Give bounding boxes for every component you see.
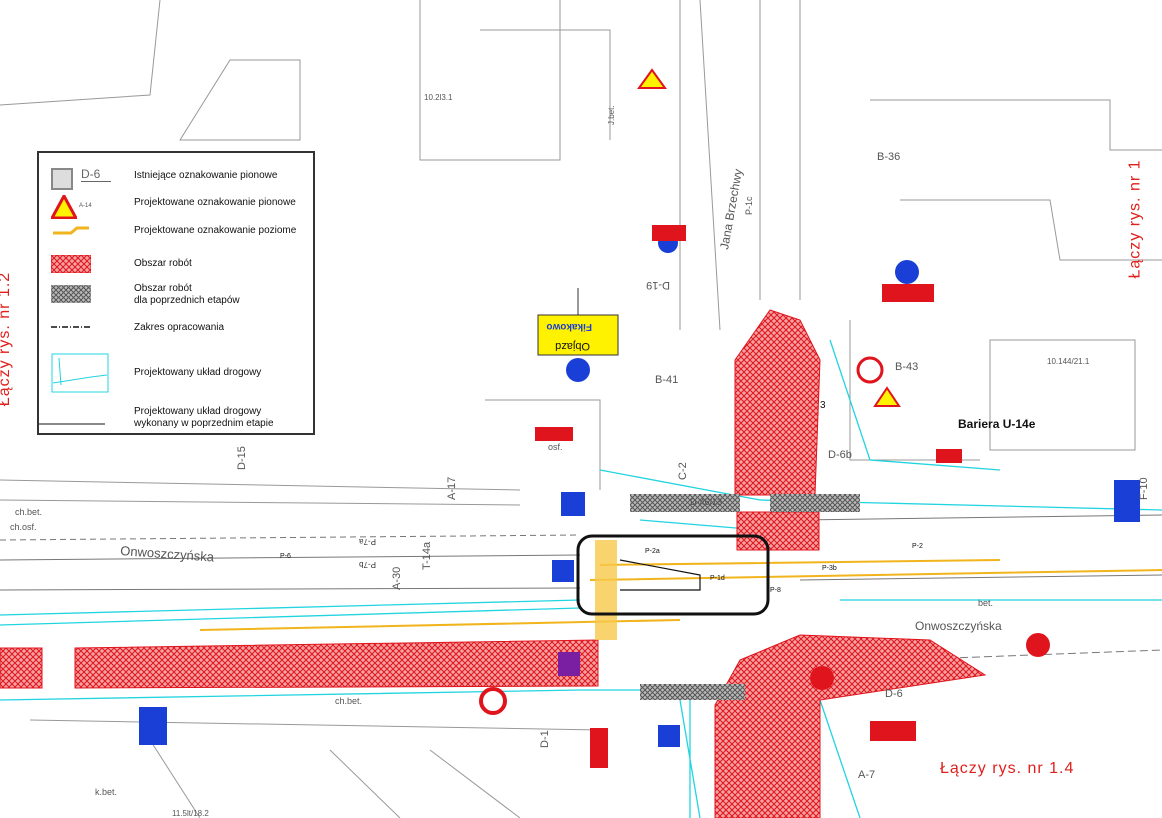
legend-label: Projektowany układ drogowy: [134, 367, 262, 378]
connection-label-bottom-right: Łączy rys. nr 1.4: [940, 760, 1075, 777]
no-entry-sign: [1026, 633, 1050, 657]
marking-arrow-icon: [53, 226, 89, 235]
previous-work-areas: [630, 494, 860, 700]
misc-label: ch.bet.: [335, 696, 362, 706]
barrier-board: [590, 728, 608, 768]
misc-label: ch.osf.: [10, 522, 37, 532]
sign-code: A-30: [391, 567, 403, 590]
sign-code: D-1: [539, 730, 551, 748]
projected-layout-icon: [51, 353, 109, 393]
sign-code: F-10: [1138, 477, 1150, 500]
scope-line-icon: [51, 326, 91, 328]
misc-label: bet.: [978, 598, 993, 608]
chevron-board: [936, 449, 962, 463]
sign-code: B-36: [877, 151, 900, 163]
work-area-swatch: [51, 255, 91, 273]
marking-code: P-1c: [744, 196, 754, 215]
speed-limit-sign: [856, 356, 884, 384]
work-area-north: [734, 309, 821, 496]
warning-sign: [873, 386, 901, 407]
misc-label: osf.: [548, 442, 563, 452]
marking-code: P-3b: [822, 565, 837, 572]
misc-label: ch.bet.: [15, 507, 42, 517]
legend-label: Projektowany układ drogowy: [134, 406, 262, 417]
work-area-west: [74, 639, 599, 689]
legend-sign-code: A-14: [79, 203, 92, 209]
sign-code: D-6b: [828, 449, 852, 461]
sign-code: C-2: [677, 462, 689, 480]
connection-label-left: Łączy rys. nr 1.2: [0, 271, 14, 407]
dimension-label: 3: [820, 400, 826, 411]
sign-code: B-43: [895, 361, 918, 373]
misc-label: 10.2l3.1: [424, 93, 453, 102]
sign-code: B-41: [655, 374, 678, 386]
sign-code: A-7: [858, 769, 875, 781]
misc-label: 11.5lt/18.2: [172, 809, 209, 818]
detour-destination: Fikakowo: [546, 321, 592, 332]
barrier-label: Bariera U-14e: [958, 417, 1036, 431]
legend-sign-code: D-6: [81, 167, 111, 182]
work-area-south: [714, 634, 987, 818]
info-sign: [658, 725, 680, 747]
warning-sign: [637, 68, 667, 89]
connection-label-right: Łączy rys. nr 1: [1126, 159, 1144, 279]
marking-code: P-7a: [359, 537, 376, 546]
detour-title: Objazd: [555, 340, 590, 352]
legend-label: Projektowane oznakowanie poziome: [134, 225, 297, 236]
existing-sign-icon: [51, 168, 73, 190]
chevron-board: [882, 284, 934, 302]
legend: D-6 Istniejące oznakowanie pionowe A-14 …: [37, 151, 315, 435]
no-entry-sign: [810, 666, 834, 690]
sign-code: A-17: [446, 477, 458, 500]
sign-code: D-15: [236, 446, 248, 470]
marking-code: P-7b: [359, 560, 376, 569]
projected-road-layout: [0, 339, 1162, 818]
work-area-left-edge: [0, 647, 43, 689]
warning-sign-icon: [51, 195, 77, 219]
misc-label: J.bet.: [607, 105, 616, 125]
marking-code: P-8: [770, 587, 781, 594]
legend-label: dla poprzednich etapów: [134, 295, 240, 306]
misc-label: k.bet.: [95, 787, 117, 797]
info-sign: [1114, 480, 1140, 522]
info-sign: [552, 560, 574, 582]
barrier-board: [870, 721, 916, 741]
street-name-west: Onwoszczyńska: [120, 543, 216, 565]
street-lines: [0, 514, 1162, 661]
legend-label: wykonany w poprzednim etapie: [134, 418, 274, 429]
info-sign: [561, 492, 585, 516]
misc-label: 10.144/21.1: [1047, 357, 1090, 366]
detour-sign: [537, 314, 619, 356]
annotations: Fikakowo Objazd Bariera U-14e Onwoszczyń…: [10, 93, 1150, 818]
previous-layout-line-icon: [39, 423, 105, 425]
mandatory-sign: [895, 260, 919, 284]
marking-code: P-6: [280, 553, 291, 560]
work-area-center: [736, 511, 820, 551]
sign-code: D-46/13: [690, 497, 722, 507]
work-areas: [0, 309, 987, 818]
intersection-island-outline: [576, 534, 770, 616]
street-name-east: Onwoszczyńska: [915, 619, 1002, 633]
legend-label: Projektowane oznakowanie pionowe: [134, 197, 296, 208]
signs: [139, 68, 1140, 768]
legend-label: Istniejące oznakowanie pionowe: [134, 170, 278, 181]
barrier-board: [535, 427, 573, 441]
info-sign: [139, 707, 167, 745]
street-name-north: Jana Brzechwy: [717, 168, 745, 251]
mandatory-sign: [566, 358, 590, 382]
marking-code: P-2: [912, 543, 923, 550]
legend-label: Zakres opracowania: [134, 322, 225, 333]
legend-label: Obszar robót: [134, 283, 192, 294]
no-turn-sign: [479, 687, 507, 715]
marking-code: P-2a: [645, 548, 660, 555]
marking-code: P-1d: [710, 575, 725, 582]
legend-label: Obszar robót: [134, 258, 192, 269]
sign-code: D-6: [885, 688, 903, 700]
sign-code: D-19: [646, 279, 670, 291]
sign-code: T-14a: [421, 541, 433, 570]
previous-work-area-swatch: [51, 285, 91, 303]
chevron-board: [652, 225, 686, 241]
